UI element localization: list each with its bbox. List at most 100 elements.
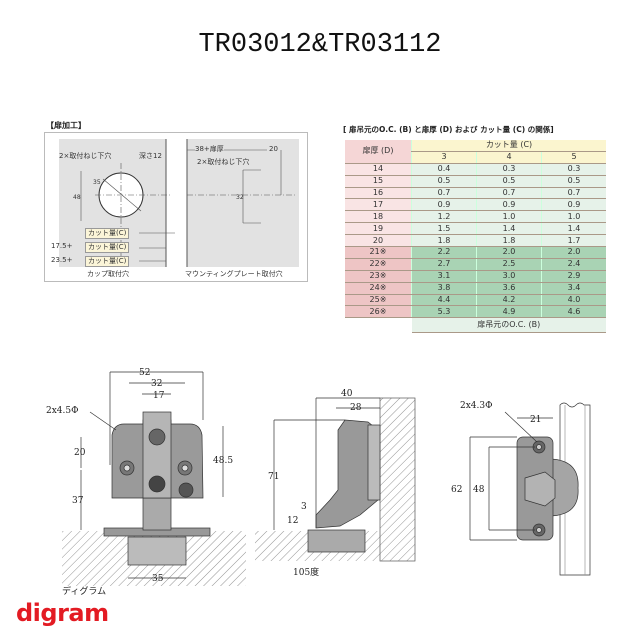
plate-screw-hole-label: 2×取付ねじ下穴 (197, 158, 250, 166)
dim-52: 52 (139, 368, 150, 378)
overlay-value-cell: 0.3 (476, 163, 542, 176)
overlay-value-cell: 1.0 (476, 210, 542, 224)
overlay-value-cell: 1.8 (476, 234, 542, 248)
overlay-value-cell: 1.7 (541, 234, 606, 248)
overlay-value-cell: 0.9 (541, 198, 606, 212)
cut-amount-label-2: カット量(C) (85, 242, 130, 253)
overlay-value-cell: 4.4 (411, 294, 477, 307)
overlay-value-cell: 4.6 (541, 305, 606, 319)
door-thickness-cell: 14 (345, 163, 412, 176)
table-footer-row: 扉吊元のO.C. (B) (345, 317, 606, 334)
overlay-value-cell: 2.7 (411, 258, 477, 271)
overlay-value-cell: 1.0 (541, 210, 606, 224)
door-processing-heading: 【扉加工】 (46, 121, 86, 130)
overlay-value-cell: 3.8 (411, 282, 477, 295)
door-thickness-cell: 22※ (345, 258, 412, 271)
door-thickness-cell: 26※ (345, 305, 412, 319)
cup-hole-caption: カップ取付穴 (87, 270, 129, 278)
logo-text: digram (16, 599, 109, 627)
cup-height-label: 48 (73, 194, 81, 201)
door-thickness-cell: 16 (345, 187, 412, 200)
dim-62: 62 (451, 485, 462, 495)
logo-kana: ディグラム (62, 587, 107, 597)
overlay-value-cell: 3.6 (476, 282, 542, 295)
offset-label-235: 23.5+ (51, 256, 73, 264)
overlay-value-cell: 2.0 (476, 246, 542, 259)
overlay-value-cell: 0.9 (411, 198, 477, 212)
door-thickness-cell: 24※ (345, 282, 412, 295)
door-thickness-cell: 15 (345, 175, 412, 188)
row-header: 扉厚 (D) (345, 140, 412, 164)
cut-amount-label-3: カット量(C) (85, 256, 130, 267)
overlay-value-cell: 1.2 (411, 210, 477, 224)
door-thickness-cell: 23※ (345, 270, 412, 283)
column-header: 5 (541, 151, 606, 164)
overlay-value-cell: 0.7 (476, 187, 542, 200)
door-thickness-cell: 25※ (345, 294, 412, 307)
group-header: カット量 (C) (411, 140, 606, 152)
dim-3: 3 (301, 502, 307, 512)
dim-37: 37 (72, 496, 84, 506)
overlay-value-cell: 0.4 (411, 163, 477, 176)
overlay-value-cell: 0.3 (541, 163, 606, 176)
door-thickness-cell: 19 (345, 222, 412, 236)
plate-offset-label: 38+扉厚 (195, 145, 224, 154)
side-view (255, 397, 416, 562)
overlay-value-cell: 2.0 (541, 246, 606, 259)
front-view (62, 371, 246, 586)
dim-48-5: 48.5 (213, 456, 233, 466)
dim-48: 48 (473, 485, 485, 495)
overlay-value-cell: 2.4 (541, 258, 606, 271)
overlay-value-cell: 4.0 (541, 294, 606, 307)
overlay-value-cell: 0.5 (476, 175, 542, 188)
opening-angle: 105度 (293, 566, 319, 578)
overlay-value-cell: 4.9 (476, 305, 542, 319)
plate-edge-label: 20 (269, 145, 278, 154)
table-footer: 扉吊元のO.C. (B) (411, 317, 606, 334)
overlay-value-cell: 1.8 (411, 234, 477, 248)
dim-20: 20 (74, 448, 86, 458)
overlay-value-cell: 1.4 (476, 222, 542, 236)
dim-12: 12 (287, 516, 298, 526)
mounting-plate-caption: マウンティングプレート取付穴 (185, 270, 283, 278)
overlay-value-cell: 0.5 (541, 175, 606, 188)
overlay-value-cell: 3.4 (541, 282, 606, 295)
overlay-value-cell: 2.9 (541, 270, 606, 283)
hole-2x4-5: 2x4.5Φ (46, 406, 79, 416)
overlay-value-cell: 4.2 (476, 294, 542, 307)
offset-label-175: 17.5+ (51, 242, 73, 250)
overlay-value-cell: 1.5 (411, 222, 477, 236)
cup-diameter-label: 35 (93, 179, 101, 186)
dim-17: 17 (153, 391, 165, 401)
hole-2x4-3: 2x4.3Φ (460, 401, 493, 411)
overlay-value-cell: 0.9 (476, 198, 542, 212)
dim-40: 40 (341, 389, 353, 399)
overlay-value-cell: 2.2 (411, 246, 477, 259)
overlay-value-cell: 0.5 (411, 175, 477, 188)
dim-32: 32 (151, 379, 162, 389)
dim-71: 71 (268, 472, 279, 482)
door-processing-diagram: 35 48 32 2×取付ねじ下穴 深さ12 カット量(C) 17.5+ カット… (44, 132, 308, 282)
dim-21: 21 (530, 415, 541, 425)
overlay-value-cell: 0.7 (541, 187, 606, 200)
table-title: [ 扉吊元のO.C. (B) と扉厚 (D) および カット量 (C) の関係] (343, 125, 554, 134)
page-title: TR03012&TR03112 (198, 30, 442, 60)
door-thickness-cell: 18 (345, 210, 412, 224)
dim-28: 28 (350, 403, 362, 413)
cup-depth-label: 深さ12 (139, 152, 162, 160)
overlay-value-cell: 2.5 (476, 258, 542, 271)
overlay-value-cell: 1.4 (541, 222, 606, 236)
overlay-value-cell: 5.3 (411, 305, 477, 319)
